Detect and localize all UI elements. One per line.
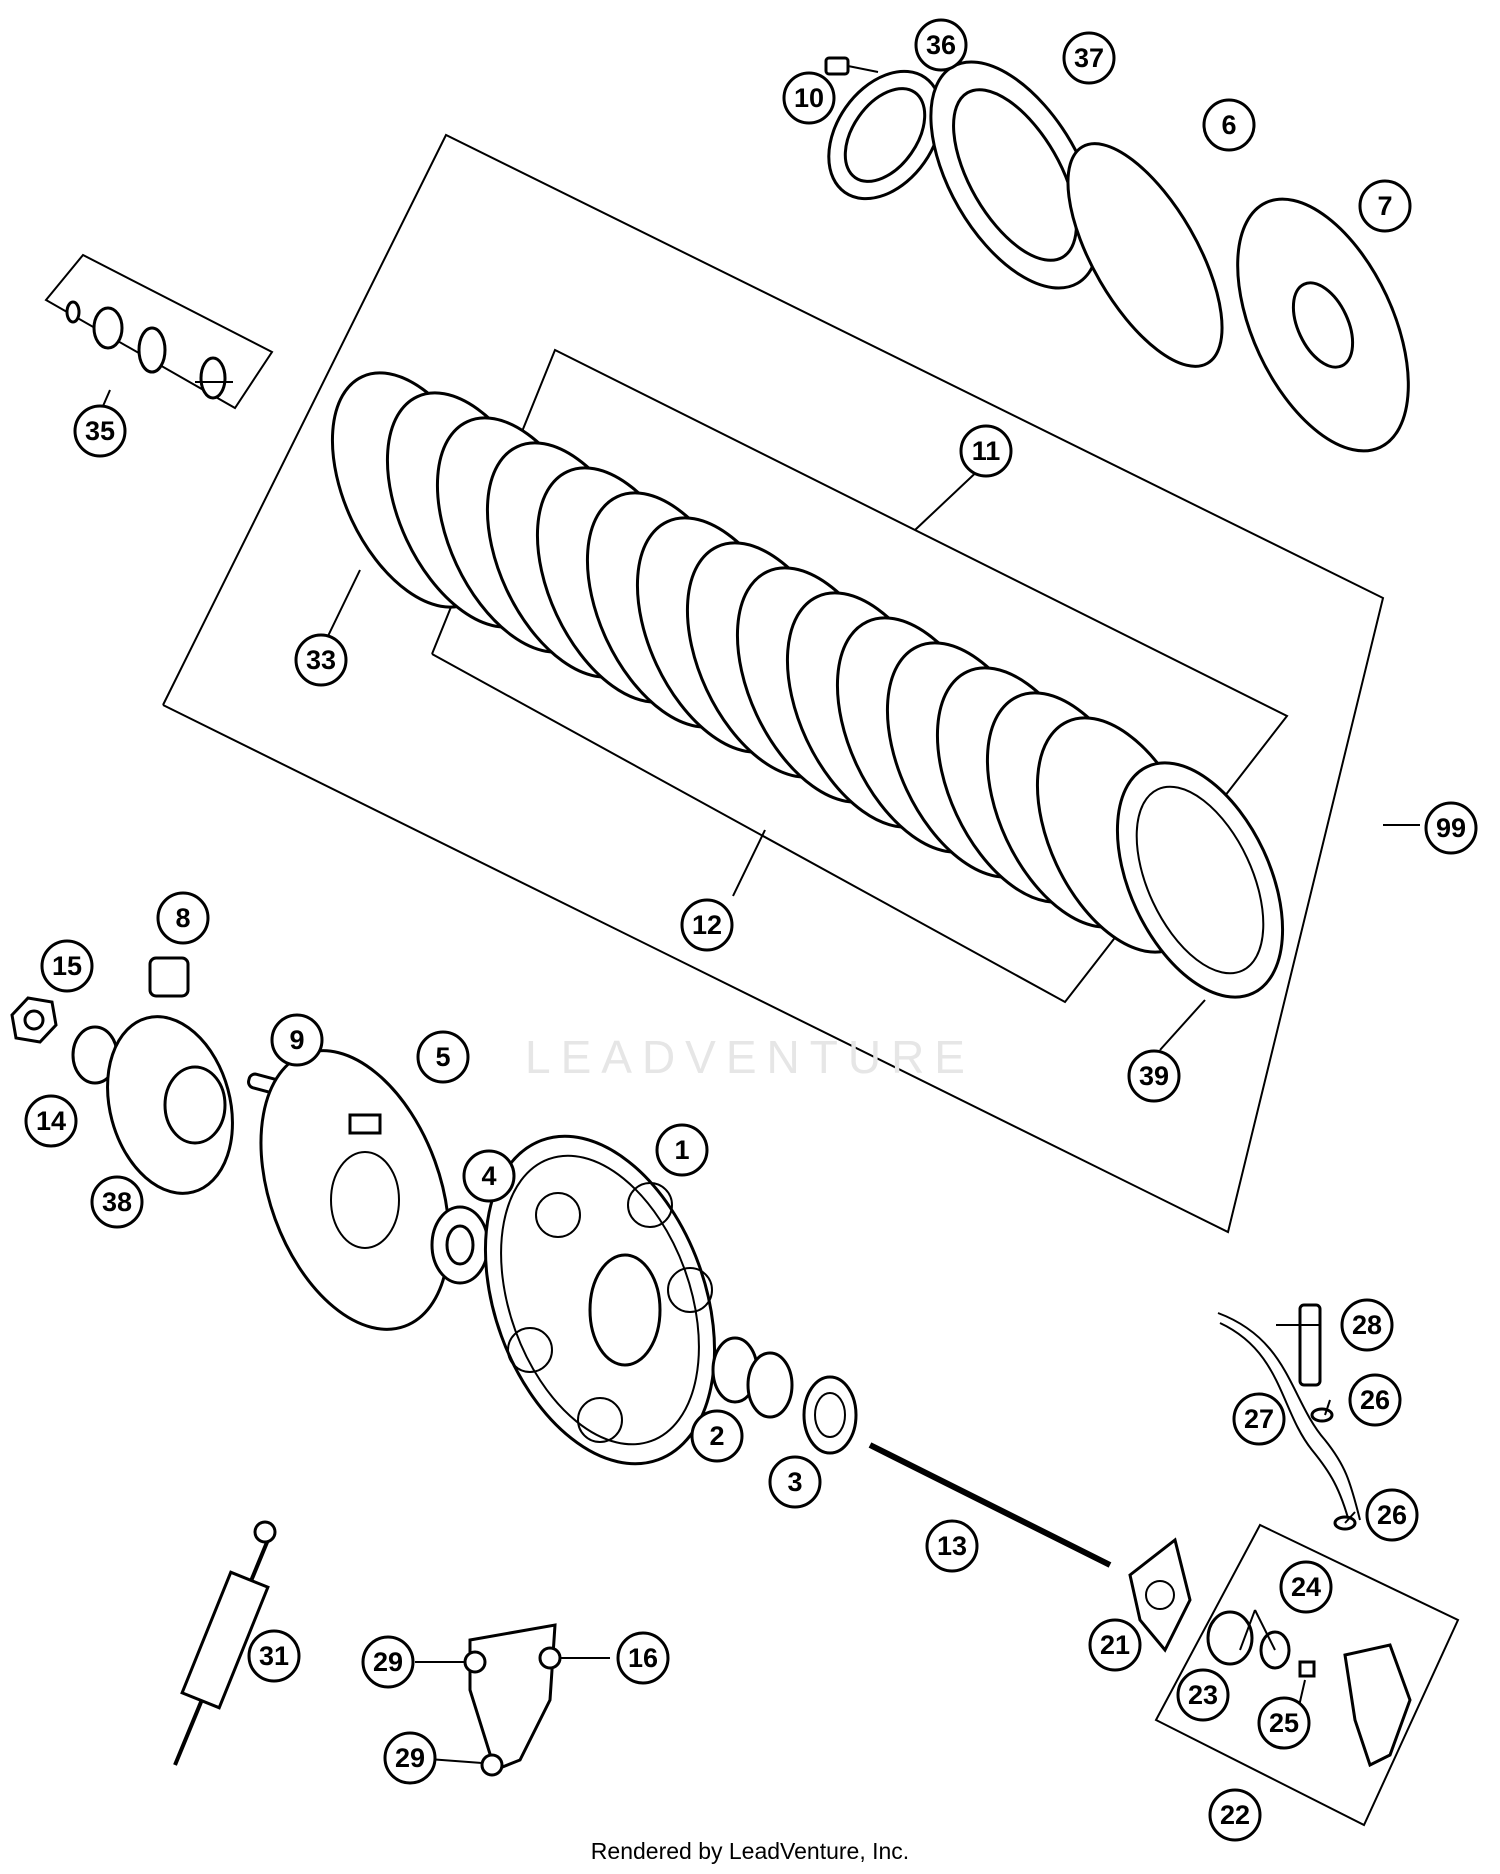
callout-15: 15 xyxy=(40,939,94,993)
svg-text:26: 26 xyxy=(1377,1500,1407,1530)
callout-35: 35 xyxy=(73,404,127,458)
svg-text:5: 5 xyxy=(435,1042,450,1072)
svg-text:39: 39 xyxy=(1139,1061,1169,1091)
callout-27: 27 xyxy=(1232,1392,1286,1446)
kit-35-parts xyxy=(65,300,233,400)
damper-8 xyxy=(148,956,190,998)
primary-gear-1 xyxy=(483,1134,717,1466)
callout-8: 8 xyxy=(156,891,210,945)
spacer-3 xyxy=(802,1375,858,1455)
callout-14: 14 xyxy=(24,1094,78,1148)
callout-36: 36 xyxy=(914,18,968,72)
inner-hub-38 xyxy=(106,1015,234,1195)
nut-15 xyxy=(10,996,58,1044)
svg-text:33: 33 xyxy=(306,645,336,675)
svg-text:11: 11 xyxy=(972,436,1001,466)
callout-24: 24 xyxy=(1279,1560,1333,1614)
svg-text:3: 3 xyxy=(787,1467,802,1497)
callout-39: 39 xyxy=(1127,1049,1181,1103)
gasket-21 xyxy=(1128,1537,1192,1653)
svg-text:1: 1 xyxy=(674,1135,689,1165)
callout-10: 10 xyxy=(782,71,836,125)
bleeder-28 xyxy=(1298,1303,1322,1387)
svg-text:21: 21 xyxy=(1100,1630,1130,1660)
svg-text:15: 15 xyxy=(52,951,82,981)
svg-text:23: 23 xyxy=(1188,1680,1218,1710)
callout-37: 37 xyxy=(1062,31,1116,85)
callout-5: 5 xyxy=(416,1030,470,1084)
callout-16: 16 xyxy=(616,1631,670,1685)
callout-2: 2 xyxy=(690,1409,744,1463)
svg-text:6: 6 xyxy=(1221,110,1236,140)
callout-29b: 29 xyxy=(383,1731,437,1785)
svg-text:2: 2 xyxy=(709,1421,724,1451)
hydraulic-line-27 xyxy=(1217,1312,1361,1526)
callout-13: 13 xyxy=(925,1519,979,1573)
svg-text:12: 12 xyxy=(692,910,722,940)
svg-text:24: 24 xyxy=(1291,1572,1321,1602)
svg-text:29: 29 xyxy=(395,1743,425,1773)
slave-cylinder-body xyxy=(1343,1643,1412,1768)
callout-31: 31 xyxy=(247,1629,301,1683)
callout-11: 11 xyxy=(959,424,1013,478)
svg-text:26: 26 xyxy=(1360,1385,1390,1415)
slave-piston-23 xyxy=(1206,1610,1254,1666)
bushing-2 xyxy=(711,1336,794,1419)
washer-26a xyxy=(1310,1407,1334,1423)
callout-1: 1 xyxy=(655,1123,709,1177)
callout-3: 3 xyxy=(768,1455,822,1509)
svg-text:28: 28 xyxy=(1352,1310,1382,1340)
leader-lines xyxy=(99,389,1356,1764)
svg-text:9: 9 xyxy=(289,1025,304,1055)
callout-7: 7 xyxy=(1358,179,1412,233)
svg-text:13: 13 xyxy=(937,1531,967,1561)
svg-text:8: 8 xyxy=(175,903,190,933)
callout-26a: 26 xyxy=(1348,1373,1402,1427)
kit-22-frame xyxy=(1154,1523,1460,1827)
ring-6 xyxy=(1066,142,1224,368)
thrust-washer-4 xyxy=(430,1205,490,1285)
callout-22: 22 xyxy=(1208,1788,1262,1842)
svg-text:35: 35 xyxy=(85,416,115,446)
svg-text:36: 36 xyxy=(926,30,956,60)
svg-text:99: 99 xyxy=(1436,813,1466,843)
svg-text:37: 37 xyxy=(1074,43,1104,73)
callout-29a: 29 xyxy=(361,1635,415,1689)
svg-text:38: 38 xyxy=(102,1187,132,1217)
callout-23: 23 xyxy=(1176,1668,1230,1722)
svg-text:22: 22 xyxy=(1220,1800,1250,1830)
pressure-plate-7 xyxy=(1236,197,1410,453)
svg-text:10: 10 xyxy=(794,83,824,113)
callout-6: 6 xyxy=(1202,98,1256,152)
footer-credit: Rendered by LeadVenture, Inc. xyxy=(590,1838,910,1864)
svg-text:16: 16 xyxy=(628,1643,658,1673)
bracket-16 xyxy=(463,1623,562,1777)
syringe-31 xyxy=(173,1520,277,1766)
svg-text:7: 7 xyxy=(1377,191,1392,221)
callout-12: 12 xyxy=(680,898,734,952)
svg-text:31: 31 xyxy=(259,1641,289,1671)
callout-4: 4 xyxy=(462,1149,516,1203)
callout-25: 25 xyxy=(1257,1696,1311,1750)
svg-text:29: 29 xyxy=(373,1647,403,1677)
clutch-disc-stack xyxy=(330,371,1285,999)
callout-33: 33 xyxy=(294,633,348,687)
svg-text:25: 25 xyxy=(1269,1708,1299,1738)
svg-text:27: 27 xyxy=(1244,1404,1274,1434)
svg-text:14: 14 xyxy=(36,1106,66,1136)
callout-26b: 26 xyxy=(1365,1488,1419,1542)
callout-21: 21 xyxy=(1088,1618,1142,1672)
callout-38: 38 xyxy=(90,1175,144,1229)
spring-25 xyxy=(1298,1660,1316,1678)
callout-9: 9 xyxy=(270,1013,324,1067)
callout-99: 99 xyxy=(1424,801,1478,855)
bearing-36 xyxy=(827,69,943,201)
kit-35-frame xyxy=(44,253,274,410)
callout-28: 28 xyxy=(1340,1298,1394,1352)
svg-text:4: 4 xyxy=(481,1161,496,1191)
bolt-10 xyxy=(824,56,879,76)
push-rod-13 xyxy=(868,1442,1112,1568)
